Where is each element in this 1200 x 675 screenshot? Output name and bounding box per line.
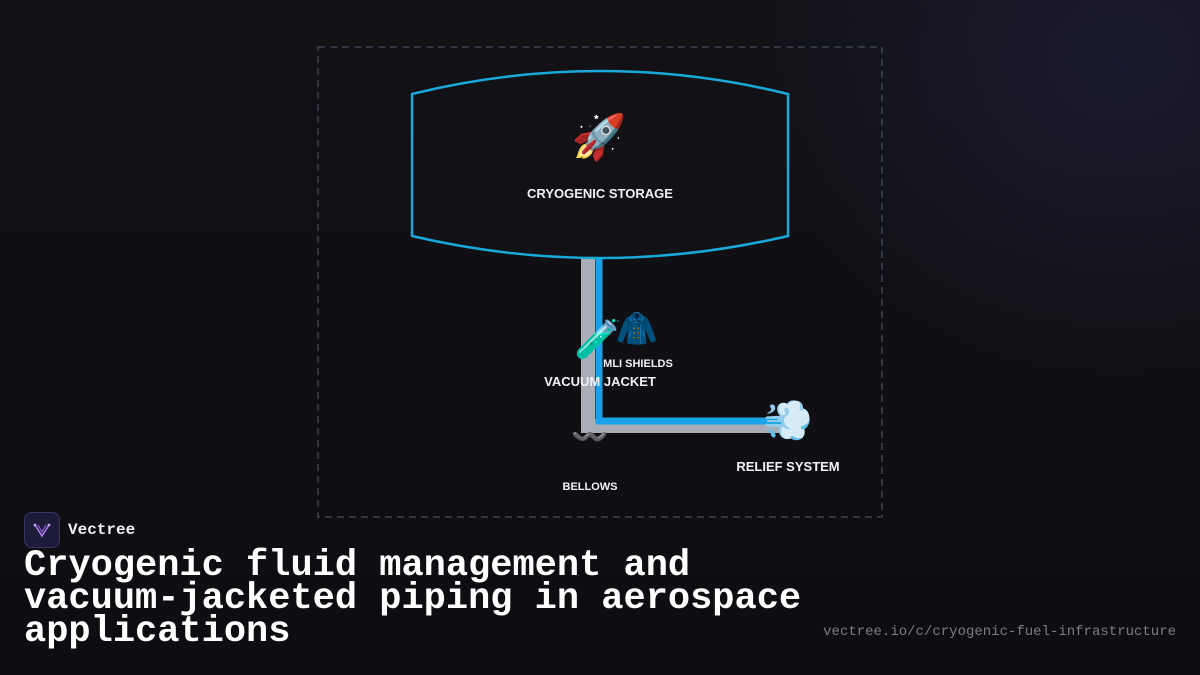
storage-label: CRYOGENIC STORAGE [527,186,673,201]
brand: Vectree [24,512,135,548]
page-title: Cryogenic fluid management and vacuum-ja… [24,545,802,653]
brand-name: Vectree [68,521,136,539]
wavy-dash-icon: 〰️ [571,420,608,455]
bellows-label: BELLOWS [563,481,618,493]
rocket-icon: 🚀 [572,112,627,163]
coat-icon: 🧥 [616,309,658,349]
dash-cloud-icon: 💨 [763,398,813,444]
pipe [581,258,790,433]
test-tube-icon: 🧪 [574,317,621,361]
relief-label: RELIEF SYSTEM [736,459,839,474]
mli-label: MLI SHIELDS [603,358,673,370]
source-url[interactable]: vectree.io/c/cryogenic-fuel-infrastructu… [823,624,1176,640]
diagram-frame [317,46,883,518]
storage-tank [410,69,790,260]
vectree-logo-icon [24,512,60,548]
pipe-inner-line [595,258,790,425]
jacket-label: VACUUM JACKET [544,374,656,389]
pipe-outer-jacket [581,258,790,433]
